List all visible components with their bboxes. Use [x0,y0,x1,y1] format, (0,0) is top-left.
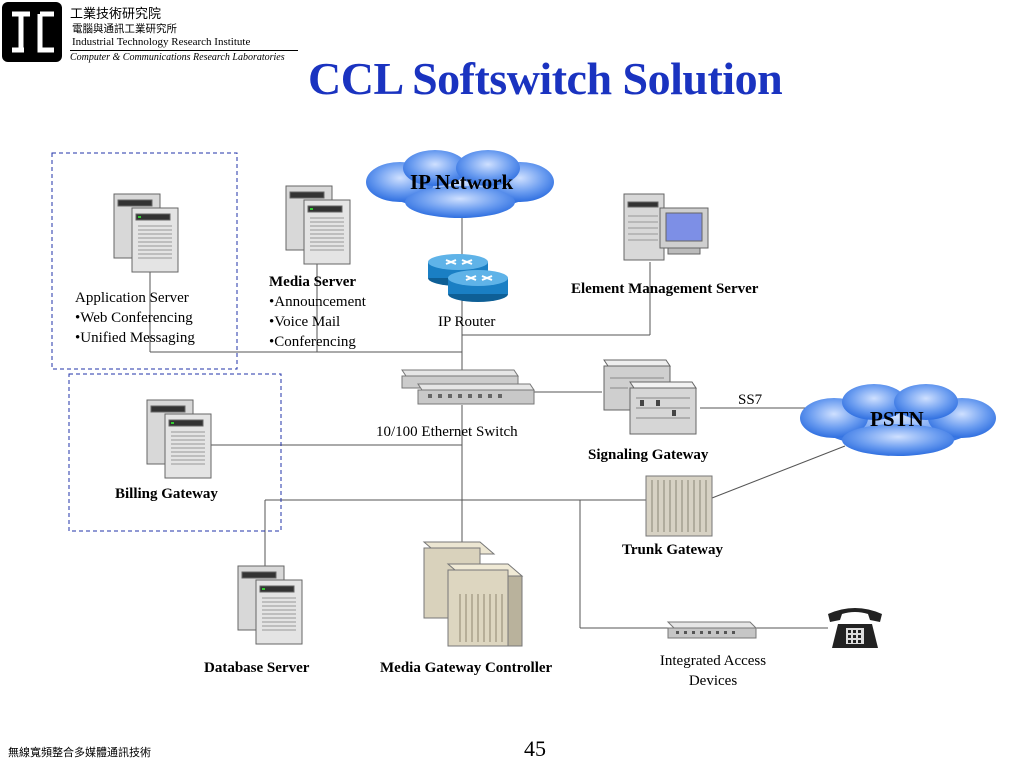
ip-router-icon [426,248,512,306]
media-server-feature: •Announcement [269,294,366,310]
application-server-feature: •Unified Messaging [75,330,195,346]
org-name-en: Industrial Technology Research Institute [72,36,251,48]
trunk-gateway-label: Trunk Gateway [622,542,723,558]
media-gateway-controller-label: Media Gateway Controller [380,660,553,676]
media-server-feature: •Conferencing [269,334,356,350]
integrated-access-devices-label: Integrated Access Devices [650,651,776,691]
page-title: CCL Softswitch Solution [308,53,783,104]
application-server-feature: •Web Conferencing [75,310,193,326]
billing-gateway-label: Billing Gateway [115,486,218,502]
database-server-label: Database Server [204,660,310,676]
signaling-gateway-label: Signaling Gateway [588,447,709,463]
ip-network-cloud-icon [360,148,560,220]
pstn-cloud-icon [796,380,1000,460]
media-gateway-controller-icon [420,538,528,648]
org-name-zh: 工業技術研究院 [70,7,162,22]
application-server-icon [112,192,182,274]
element-management-server-label: Element Management Server [571,281,759,297]
ethernet-switch-label: 10/100 Ethernet Switch [376,424,518,440]
footer-text: 無線寬頻整合多媒體通訊技術 [8,746,151,759]
ethernet-switch-icon [398,366,538,408]
element-management-server-icon [622,192,712,264]
lab-name-zh: 電腦與通訊工業研究所 [72,23,177,35]
trunk-gateway-icon [644,474,714,538]
media-server-icon [284,184,354,266]
billing-gateway-icon [145,398,215,480]
signaling-gateway-icon [600,358,702,438]
integrated-access-device-icon [664,620,760,642]
media-server-title: Media Server [269,274,357,290]
ss7-label: SS7 [738,392,763,408]
application-server-title: Application Server [75,290,189,306]
media-server-feature: •Voice Mail [269,314,341,330]
lab-name-en: Computer & Communications Research Labor… [70,52,285,63]
database-server-icon [236,564,306,646]
media-server-label: Media Server •Announcement •Voice Mail •… [269,272,366,352]
ip-network-label: IP Network [410,170,514,194]
telephone-icon [824,604,886,650]
itri-logo-icon [2,2,62,62]
ip-router-label: IP Router [438,314,496,330]
page-number: 45 [524,736,546,761]
integrated-access-devices-line: Integrated Access [659,653,767,669]
pstn-label: PSTN [870,407,924,431]
header-divider [70,50,298,51]
integrated-access-devices-line: Devices [688,673,738,689]
application-server-label: Application Server •Web Conferencing •Un… [75,288,195,348]
